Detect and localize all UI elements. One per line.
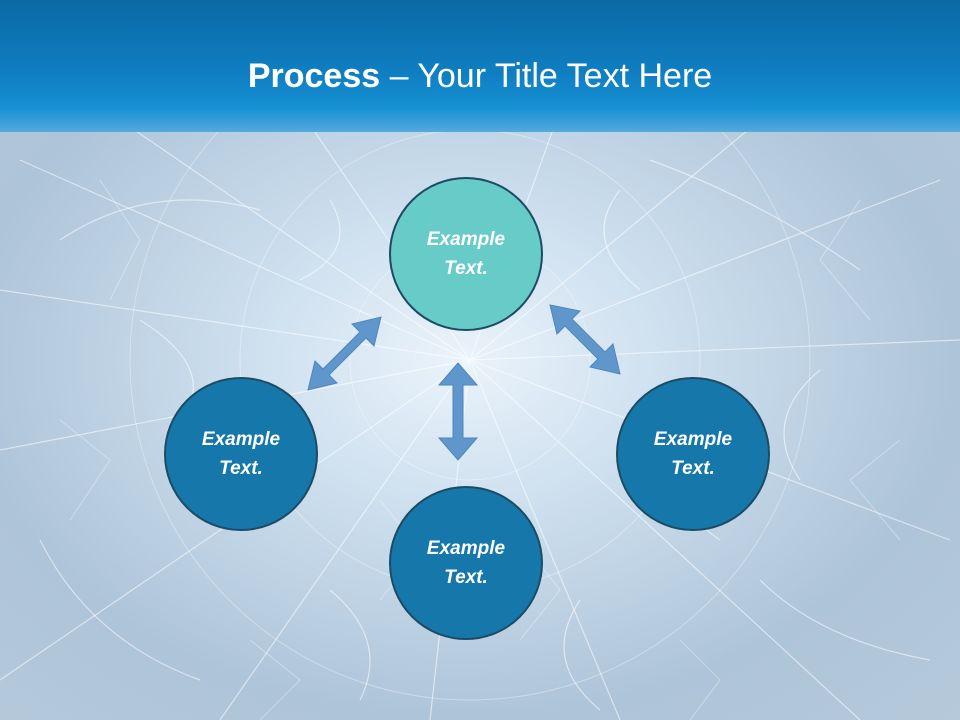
title-bar: Process – Your Title Text Here — [0, 0, 960, 132]
process-node-top: Example Text. — [389, 177, 543, 331]
title-rest: Your Title Text Here — [417, 57, 713, 95]
title-bold: Process — [247, 57, 381, 95]
node-right-label: Example Text. — [653, 429, 733, 479]
double-arrow-vertical — [437, 362, 479, 461]
process-node-bottom: Example Text. — [389, 486, 543, 640]
process-node-left: Example Text. — [164, 377, 318, 531]
title-dash: – — [380, 57, 418, 95]
node-bottom-label: Example Text. — [426, 538, 506, 588]
double-arrow-top-left — [307, 316, 382, 391]
node-left-label: Example Text. — [201, 429, 281, 479]
slide-title: Process – Your Title Text Here — [0, 54, 960, 98]
process-node-right: Example Text. — [616, 377, 770, 531]
node-top-label: Example Text. — [426, 229, 506, 279]
double-arrow-top-right — [549, 304, 621, 375]
